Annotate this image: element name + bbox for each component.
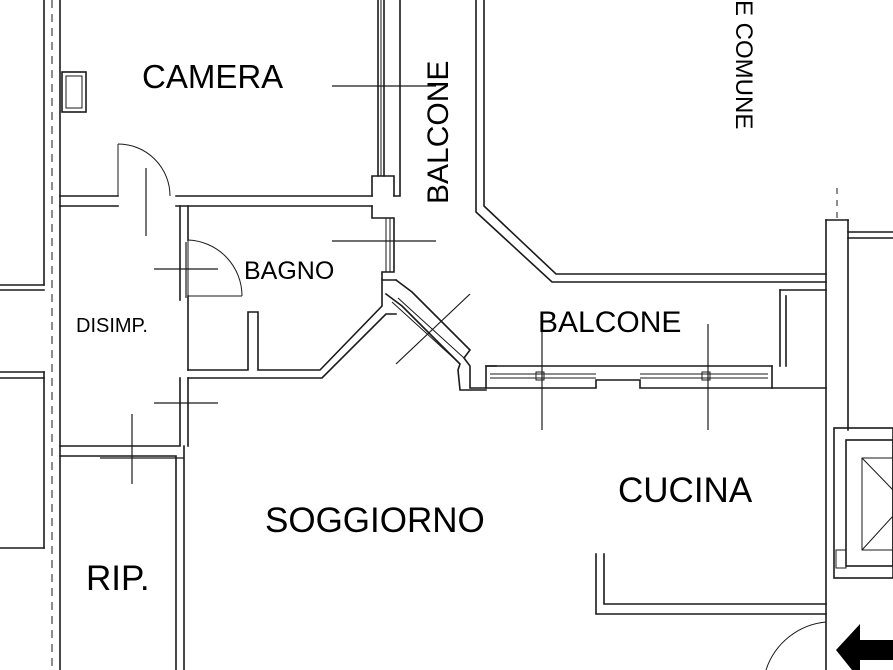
entrance-arrow-icon [836,624,893,670]
room-label-bagno: BAGNO [244,257,334,285]
disimp-walls [59,143,189,670]
room-label-soggiorno: SOGGIORNO [265,501,485,540]
outer-walls [0,0,87,670]
room-label-rip: RIP. [86,559,150,598]
section-marks [100,85,709,484]
stair-box [765,427,893,670]
bagno-walls [179,205,397,379]
camera-walls [59,0,395,207]
room-label-disimp: DISIMP. [76,315,148,337]
room-label-camera: CAMERA [142,58,283,95]
room-label-balcone-top: BALCONE [422,61,455,204]
room-label-balcone-right: BALCONE [538,306,681,339]
common-area-label: E COMUNE [730,0,757,129]
cucina-window-wall [485,188,893,670]
room-label-cucina: CUCINA [618,471,753,510]
diagonal-window [384,278,497,391]
